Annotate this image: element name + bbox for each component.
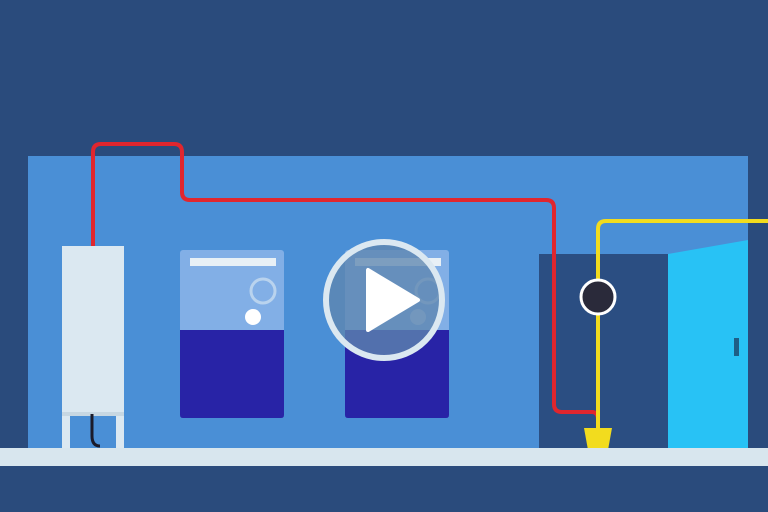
play-button[interactable] [323,239,445,361]
door-panel [668,240,748,452]
open-door [668,240,748,452]
gas-pipe [596,219,768,430]
water-heater-leg-left [62,414,70,450]
valve [579,278,617,316]
play-icon[interactable] [366,268,420,332]
door-handle [734,338,739,356]
washer-water [180,330,284,418]
washer-panel [190,258,276,266]
water-heater-leg-right [116,414,124,450]
washing-machine-left [180,250,284,418]
heater-cable [90,414,101,448]
hot-water-pipe [91,142,600,428]
floor [0,448,768,466]
bucket-icon [584,428,612,450]
water-heater [62,246,124,450]
valve-icon [579,278,617,316]
water-heater-tank [62,246,124,414]
washer-button-icon [245,309,261,325]
washer-dial-icon [249,277,277,305]
